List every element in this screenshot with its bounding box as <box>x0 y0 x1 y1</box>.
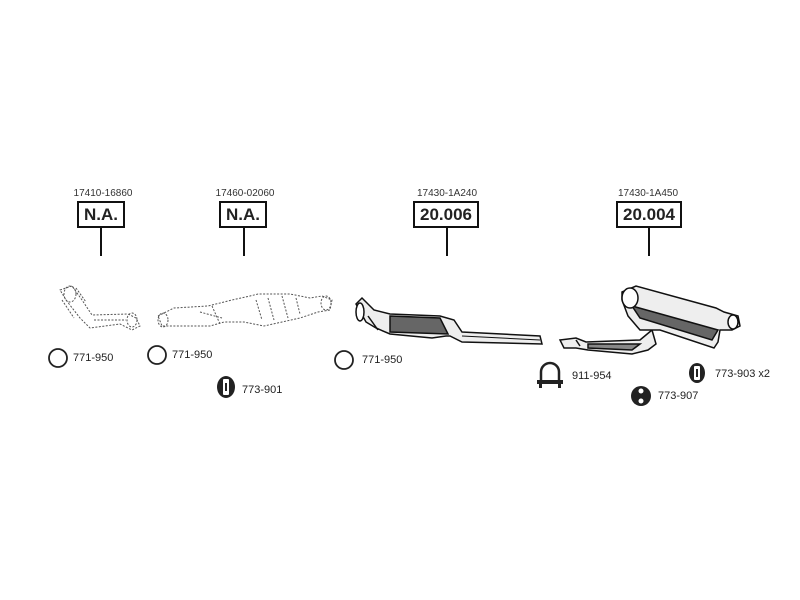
accessory-label-gasket: 771-950 <box>172 349 213 361</box>
catalyst-drawing <box>157 293 333 328</box>
part-code-rear-silencer[interactable]: 20.004 <box>616 201 682 228</box>
front-pipe-drawing <box>59 285 141 331</box>
clamp-icon[interactable] <box>537 361 563 388</box>
leader-line-rear-silencer <box>648 228 650 256</box>
gasket-ring-icon[interactable] <box>48 348 68 368</box>
part-code-middle-silencer[interactable]: 20.006 <box>413 201 479 228</box>
accessory-label-hanger: 773-907 <box>658 390 699 402</box>
gasket-ring-icon[interactable] <box>334 350 354 370</box>
oem-number-middle-silencer: 17430-1A240 <box>416 188 478 199</box>
accessory-label-gasket: 771-950 <box>73 352 114 364</box>
oem-number-catalyst: 17460-02060 <box>215 188 275 199</box>
rubber-hanger-icon[interactable] <box>631 386 651 406</box>
accessory-label-clamp: 911-954 <box>572 370 612 382</box>
leader-line-front-pipe <box>100 228 102 256</box>
rubber-hanger-icon[interactable] <box>217 376 235 398</box>
oem-number-front-pipe: 17410-16860 <box>73 188 133 199</box>
leader-line-middle-silencer <box>446 228 448 256</box>
part-code-front-pipe[interactable]: N.A. <box>77 201 125 228</box>
rear-silencer-drawing <box>558 285 741 355</box>
rubber-hanger-icon[interactable] <box>689 363 705 383</box>
middle-silencer-drawing <box>355 296 543 345</box>
part-code-catalyst[interactable]: N.A. <box>219 201 267 228</box>
accessory-label-hanger: 773-901 <box>242 384 283 396</box>
accessory-label-gasket: 771-950 <box>362 354 403 366</box>
accessory-label-hanger: 773-903 x2 <box>715 368 771 380</box>
leader-line-catalyst <box>243 228 245 256</box>
gasket-ring-icon[interactable] <box>147 345 167 365</box>
oem-number-rear-silencer: 17430-1A450 <box>617 188 679 199</box>
